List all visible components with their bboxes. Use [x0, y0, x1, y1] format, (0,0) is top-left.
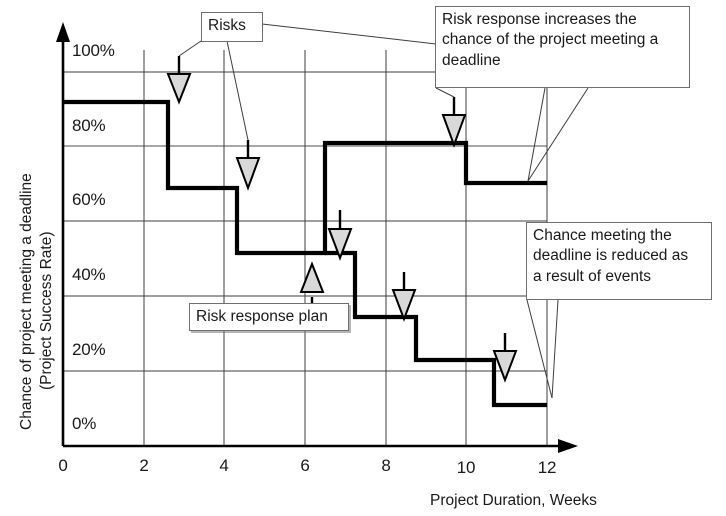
- y-tick-100: 100%: [72, 41, 115, 60]
- callout-risk-response-increase: Risk response increases the chance of th…: [435, 6, 690, 88]
- series-step-line-lower: [325, 250, 547, 408]
- callout-risk-response-plan: Risk response plan: [189, 303, 349, 331]
- y-tick-60: 60%: [72, 190, 106, 209]
- y-axis-title-line1: Chance of project meeting a deadline: [18, 173, 35, 430]
- risk-event-marker-106: [492, 333, 518, 383]
- y-tick-20: 20%: [72, 340, 106, 359]
- x-tick-4: 4: [219, 456, 229, 475]
- risk-event-marker-2: [235, 140, 261, 191]
- risk-event-marker-3: [327, 210, 353, 261]
- x-tick-0: 0: [58, 456, 68, 475]
- x-axis-title: Project Duration, Weeks: [430, 492, 597, 509]
- y-axis-title-line2: (Project Success Rate): [38, 231, 55, 391]
- risk-response-marker-down: [441, 97, 467, 148]
- y-axis: [56, 22, 70, 446]
- y-tick-40: 40%: [72, 265, 106, 284]
- x-tick-8: 8: [381, 456, 391, 475]
- callout-chance-reduced-line3: a result of events: [533, 267, 652, 285]
- vertical-gridlines: [143, 50, 548, 446]
- callout-risk-response-increase-line3: deadline: [442, 51, 501, 69]
- x-tick-10: 10: [456, 458, 476, 477]
- callout-risk-response-plan-text: Risk response plan: [196, 308, 328, 325]
- x-tick-2: 2: [139, 456, 149, 475]
- x-tick-6: 6: [300, 456, 310, 475]
- y-tick-80: 80%: [72, 116, 106, 135]
- x-tick-12: 12: [537, 458, 557, 477]
- risk-event-marker-4: [391, 272, 417, 322]
- series-step-line-upper: [63, 99, 547, 256]
- callout-chance-reduced-line2: deadline is reduced as: [533, 247, 689, 265]
- callout-chance-reduced-line1: Chance meeting the: [533, 227, 672, 244]
- risk-event-marker-1: [166, 56, 192, 105]
- y-tick-0: 0%: [72, 414, 97, 433]
- callout-chance-reduced: Chance meeting the deadline is reduced a…: [526, 222, 712, 300]
- event-marker-group: [166, 56, 518, 383]
- callout-risk-response-increase-line1: Risk response increases the: [442, 11, 637, 28]
- callout-risk-response-increase-line2: chance of the project meeting a: [442, 31, 659, 49]
- callout-risks-text: Risks: [208, 17, 246, 34]
- callout-risks: Risks: [201, 12, 263, 42]
- x-axis: [63, 439, 578, 453]
